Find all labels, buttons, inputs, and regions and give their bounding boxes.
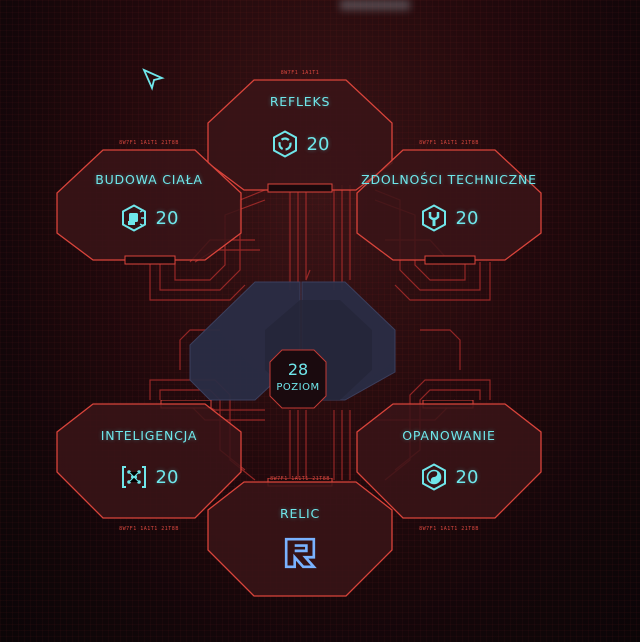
intelligence-brain-icon xyxy=(121,466,146,488)
attribute-code: 8W7F1 1A1T1 21T8B xyxy=(119,526,179,532)
relic-card[interactable]: 8W7F1 1A1T1 21T8B RELIC xyxy=(206,476,394,602)
attribute-title: OPANOWANIE xyxy=(402,428,496,443)
hex-frame xyxy=(356,149,542,265)
attribute-code: 8W7F1 1A1T1 21T8B xyxy=(419,526,479,532)
attribute-value: 20 xyxy=(306,133,330,155)
attribute-cool-card[interactable]: 8W7F1 1A1T1 21T8B OPANOWANIE 20 xyxy=(355,400,543,532)
hex-frame xyxy=(207,79,393,193)
attribute-value: 20 xyxy=(155,466,179,488)
level-value: 28 xyxy=(287,360,309,379)
attribute-code: 8W7F1 1A1T1 21T8B xyxy=(270,476,330,482)
body-fist-icon xyxy=(121,204,146,232)
pointer-arrow-icon xyxy=(142,68,165,91)
attribute-reflex-card[interactable]: 8W7F1 1A1T1 REFLEKS 20 xyxy=(206,70,394,202)
hex-frame xyxy=(356,400,542,519)
attribute-title: REFLEKS xyxy=(269,94,331,109)
attribute-title: BUDOWA CIAŁA xyxy=(95,172,203,187)
attribute-value: 20 xyxy=(155,207,179,229)
relic-logo-icon xyxy=(284,537,317,569)
attribute-tech-card[interactable]: 8W7F1 1A1T1 21T8B ZDOLNOŚCI TECHNICZNE 2… xyxy=(355,140,543,272)
hex-frame xyxy=(56,400,242,519)
level-label: POZIOM xyxy=(276,382,320,393)
hex-frame xyxy=(56,149,242,265)
cool-yin-yang-icon xyxy=(421,463,446,491)
attribute-code: 8W7F1 1A1T1 21T8B xyxy=(419,140,479,146)
top-highlight xyxy=(340,0,410,10)
attribute-value: 20 xyxy=(455,466,479,488)
technical-wrench-icon xyxy=(421,204,446,232)
attribute-code: 8W7F1 1A1T1 21T8B xyxy=(119,140,179,146)
reflex-icon xyxy=(272,130,297,158)
attribute-intelligence-card[interactable]: 8W7F1 1A1T1 21T8B INTELIGENCJA 20 xyxy=(55,400,243,532)
attribute-title: ZDOLNOŚCI TECHNICZNE xyxy=(361,172,537,187)
attribute-value: 20 xyxy=(455,207,479,229)
level-indicator: 28 POZIOM xyxy=(270,356,326,408)
relic-title: RELIC xyxy=(280,506,320,521)
attribute-code: 8W7F1 1A1T1 xyxy=(280,70,320,76)
attribute-body-card[interactable]: 8W7F1 1A1T1 21T8B BUDOWA CIAŁA 20 xyxy=(55,140,243,272)
attribute-title: INTELIGENCJA xyxy=(100,428,198,443)
